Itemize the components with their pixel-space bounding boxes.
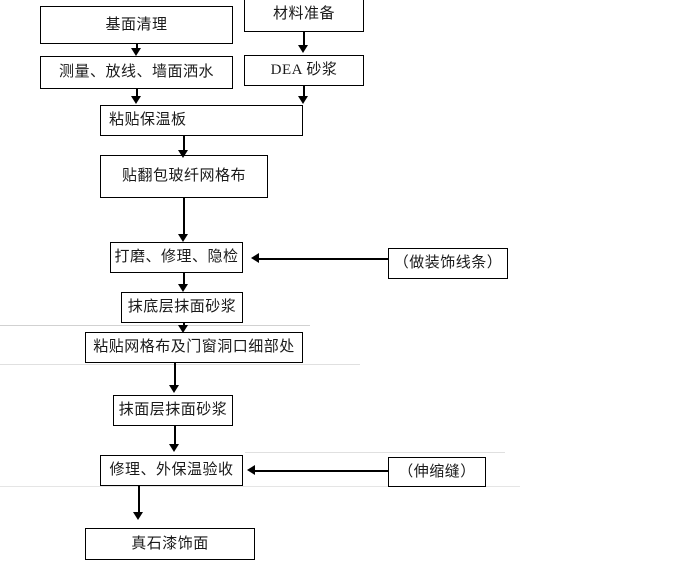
scan-artifact <box>245 452 505 453</box>
edge-paste-mesh-to-finish-coat <box>174 363 176 389</box>
edge-arrowhead <box>178 284 188 292</box>
node-decorative-molding-option[interactable]: （做装饰线条） <box>388 248 508 279</box>
scan-artifact <box>0 364 360 365</box>
node-base-cleaning[interactable]: 基面清理 <box>40 6 233 44</box>
edge-arrowhead <box>178 150 188 158</box>
edge-finish-coat-to-acceptance <box>174 426 176 448</box>
edge-arrowhead <box>131 48 141 56</box>
edge-grind-to-base-coat <box>183 273 185 286</box>
edge-arrowhead <box>298 96 308 104</box>
edge-molding-to-grind <box>258 258 389 260</box>
node-finish-coat-plaster-mortar[interactable]: 抹面层抹面砂浆 <box>113 395 233 426</box>
node-grind-repair-inspect[interactable]: 打磨、修理、隐检 <box>110 242 243 273</box>
edge-dea-to-paste-board <box>303 86 305 97</box>
node-label: 打磨、修理、隐检 <box>114 249 239 266</box>
edge-material-to-dea <box>303 32 305 47</box>
node-label: 真石漆饰面 <box>131 535 209 552</box>
node-label: （伸缩缝） <box>398 463 476 480</box>
edge-expansion-joint-to-acceptance <box>255 470 389 472</box>
node-label: 测量、放线、墙面洒水 <box>58 64 214 81</box>
edge-wrap-mesh-to-grind <box>183 198 185 236</box>
node-paste-mesh-and-openings[interactable]: 粘贴网格布及门窗洞口细部处 <box>85 332 303 363</box>
edge-acceptance-to-stone-paint <box>138 486 140 516</box>
node-label: 抹面层抹面砂浆 <box>118 402 228 419</box>
node-label: 贴翻包玻纤网格布 <box>121 168 246 185</box>
node-stone-paint-finish[interactable]: 真石漆饰面 <box>85 528 255 560</box>
edge-survey-to-paste-board <box>136 89 138 98</box>
edge-arrowhead <box>169 444 179 452</box>
edge-arrowhead <box>133 512 143 520</box>
edge-arrowhead <box>251 253 259 263</box>
node-label: 修理、外保温验收 <box>109 462 234 479</box>
node-expansion-joint-option[interactable]: （伸缩缝） <box>388 457 486 487</box>
node-paste-insulation-board[interactable]: 粘贴保温板 <box>100 105 303 136</box>
node-label: 粘贴保温板 <box>109 112 187 129</box>
node-dea-mortar[interactable]: DEA 砂浆 <box>244 55 364 86</box>
node-material-preparation[interactable]: 材料准备 <box>244 0 364 32</box>
edge-arrowhead <box>247 465 255 475</box>
node-survey-layout-wetting[interactable]: 测量、放线、墙面洒水 <box>40 56 233 89</box>
node-base-coat-plaster-mortar[interactable]: 抹底层抹面砂浆 <box>121 292 243 323</box>
edge-arrowhead <box>298 45 308 53</box>
node-wrap-fiberglass-mesh[interactable]: 贴翻包玻纤网格布 <box>100 155 268 198</box>
edge-arrowhead <box>169 385 179 393</box>
scan-artifact <box>0 325 310 326</box>
node-label: 粘贴网格布及门窗洞口细部处 <box>93 339 295 356</box>
node-label: 材料准备 <box>272 5 335 22</box>
edge-arrowhead <box>178 325 188 333</box>
node-label: DEA 砂浆 <box>270 62 338 79</box>
node-label: 抹底层抹面砂浆 <box>127 299 237 316</box>
edge-paste-board-to-wrap-mesh <box>183 136 185 152</box>
edge-arrowhead <box>178 234 188 242</box>
node-repair-and-acceptance[interactable]: 修理、外保温验收 <box>100 455 243 486</box>
edge-arrowhead <box>131 96 141 104</box>
node-label: （做装饰线条） <box>393 255 503 272</box>
edge-base-cleaning-to-survey <box>136 44 138 50</box>
node-label: 基面清理 <box>105 16 168 33</box>
